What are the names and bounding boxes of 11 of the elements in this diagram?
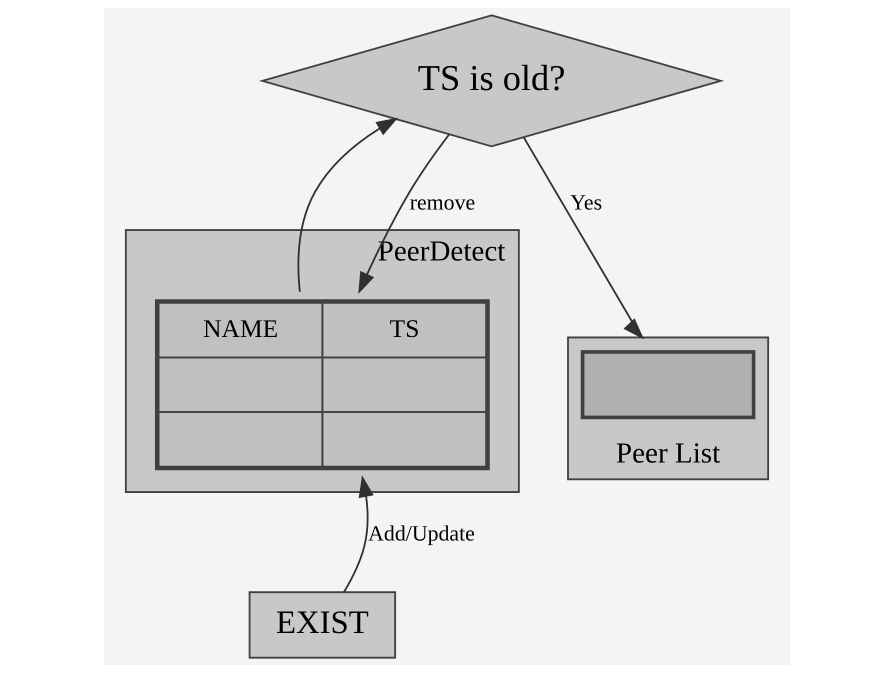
edge-label: Yes bbox=[570, 190, 602, 214]
node-diamond: TS is old? bbox=[258, 14, 724, 148]
arrow bbox=[297, 118, 398, 292]
node-box bbox=[580, 350, 755, 420]
arrow bbox=[358, 134, 450, 294]
node-box: EXIST bbox=[248, 591, 396, 659]
arrow bbox=[342, 475, 374, 592]
cluster: Peer List bbox=[566, 336, 769, 480]
arrow bbox=[522, 137, 644, 340]
edge-label: remove bbox=[409, 190, 475, 214]
edge-label: Add/Update bbox=[368, 521, 474, 546]
